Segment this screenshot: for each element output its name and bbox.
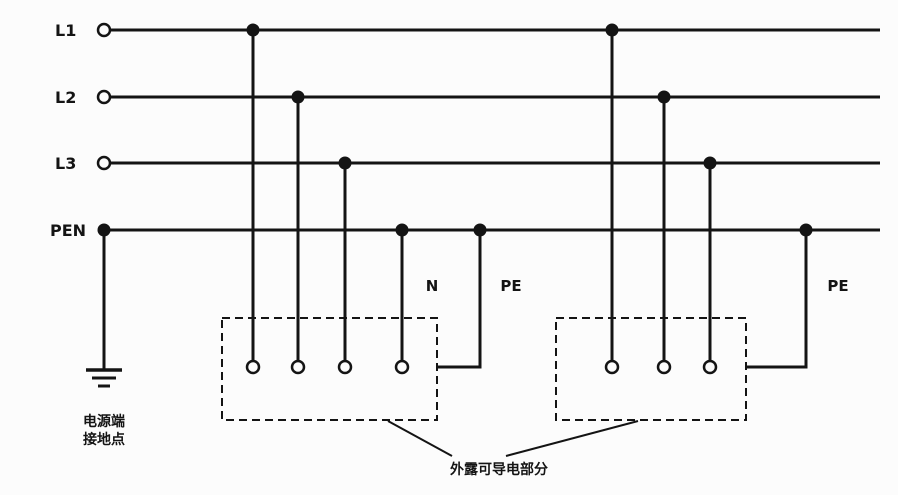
- equipment-terminal: [656, 359, 672, 375]
- l3-source-terminal: [96, 155, 112, 171]
- junction-dot: [703, 156, 717, 170]
- pen-bus-label: PEN: [50, 221, 86, 240]
- equipment-box-2: [555, 317, 747, 421]
- equipment-terminal: [245, 359, 261, 375]
- l2-bus-label: L2: [55, 88, 76, 107]
- leader-line-box2: [505, 420, 639, 457]
- source-ground-symbol: [86, 230, 122, 388]
- equipment-terminal: [290, 359, 306, 375]
- junction-dot: [395, 223, 409, 237]
- junction-dot: [657, 90, 671, 104]
- group1-phase-drops: [251, 30, 482, 369]
- neutral-conductor-label: N: [426, 277, 439, 295]
- equipment-terminal: [394, 359, 410, 375]
- equipment-terminal: [702, 359, 718, 375]
- junction-dot: [799, 223, 813, 237]
- bus-lines: [104, 28, 880, 232]
- l1-source-terminal: [96, 22, 112, 38]
- junction-dot: [291, 90, 305, 104]
- pe-conductor-label-right: PE: [827, 277, 848, 295]
- group1-pe-branch: [437, 230, 482, 369]
- exposed-conductive-parts-label: 外露可导电部分: [450, 461, 548, 478]
- group2-equipment-terminals: [604, 359, 718, 375]
- group2-phase-drops: [610, 30, 808, 369]
- junction-dot: [246, 23, 260, 37]
- callout-leaders: [387, 420, 639, 457]
- group1-junction-dots: [246, 23, 487, 237]
- junction-dot: [605, 23, 619, 37]
- equipment-terminal: [337, 359, 353, 375]
- equipment-box-1: [221, 317, 438, 421]
- junction-dot: [338, 156, 352, 170]
- l3-bus-label: L3: [55, 154, 76, 173]
- equipment-terminal: [604, 359, 620, 375]
- group1-equipment-terminals: [245, 359, 410, 375]
- junction-dot: [473, 223, 487, 237]
- pe-conductor-label-left: PE: [500, 277, 521, 295]
- group2-pe-branch: [746, 230, 808, 369]
- group2-junction-dots: [605, 23, 813, 237]
- source-ground-label-line2: 接地点: [83, 431, 125, 448]
- l2-source-terminal: [96, 89, 112, 105]
- source-ground-label-line1: 电源端: [83, 413, 125, 430]
- l1-bus-label: L1: [55, 21, 76, 40]
- leader-line-box1: [387, 420, 453, 457]
